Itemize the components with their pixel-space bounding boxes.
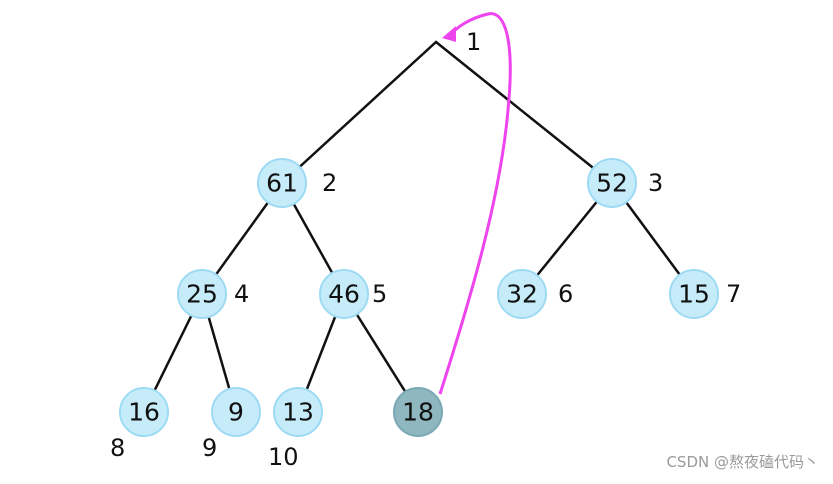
node-n3: 52 bbox=[587, 158, 637, 208]
index-label-n4: 4 bbox=[234, 280, 249, 308]
node-value: 16 bbox=[128, 398, 160, 427]
tree-edges bbox=[142, 40, 696, 414]
node-n10: 13 bbox=[273, 387, 323, 437]
edge-root-n3 bbox=[434, 40, 614, 185]
edge-root-n2 bbox=[280, 40, 438, 185]
node-value: 61 bbox=[266, 169, 298, 198]
node-value: 32 bbox=[506, 280, 538, 309]
node-circle bbox=[587, 158, 637, 208]
node-value: 15 bbox=[678, 280, 710, 309]
watermark: CSDN @熬夜磕代码丶 bbox=[666, 453, 819, 471]
node-n2: 61 bbox=[257, 158, 307, 208]
index-label-n6: 6 bbox=[558, 280, 573, 308]
node-circle bbox=[177, 269, 227, 319]
node-n8: 16 bbox=[119, 387, 169, 437]
node-n9: 9 bbox=[211, 387, 261, 437]
index-labels: 1 2 3 4 5 6 7 8 9 10 bbox=[110, 28, 741, 471]
index-label-n3: 3 bbox=[648, 169, 663, 197]
node-n5: 46 bbox=[319, 269, 369, 319]
index-label-n10: 10 bbox=[268, 443, 299, 471]
index-label-n9: 9 bbox=[202, 434, 217, 462]
node-circle bbox=[393, 387, 443, 437]
node-circle bbox=[211, 387, 261, 437]
index-label-n8: 8 bbox=[110, 434, 125, 462]
node-value: 13 bbox=[282, 398, 314, 427]
move-arrow bbox=[438, 12, 512, 395]
node-value: 52 bbox=[596, 169, 628, 198]
node-circle bbox=[319, 269, 369, 319]
node-circle bbox=[119, 387, 169, 437]
arrowhead-icon bbox=[442, 26, 456, 42]
node-value: 18 bbox=[402, 398, 434, 427]
index-label-n5: 5 bbox=[372, 280, 387, 308]
move-arrow-line bbox=[438, 12, 512, 395]
node-value: 25 bbox=[186, 280, 218, 309]
index-label-root: 1 bbox=[466, 28, 481, 56]
node-circle bbox=[497, 269, 547, 319]
node-n7: 15 bbox=[669, 269, 719, 319]
node-circle bbox=[669, 269, 719, 319]
node-n6: 32 bbox=[497, 269, 547, 319]
node-value: 9 bbox=[228, 398, 244, 427]
node-circle bbox=[273, 387, 323, 437]
node-circle bbox=[257, 158, 307, 208]
index-label-n2: 2 bbox=[322, 169, 337, 197]
node-n11: 18 bbox=[393, 387, 443, 437]
node-value: 46 bbox=[328, 280, 360, 309]
node-n4: 25 bbox=[177, 269, 227, 319]
index-label-n7: 7 bbox=[726, 280, 741, 308]
